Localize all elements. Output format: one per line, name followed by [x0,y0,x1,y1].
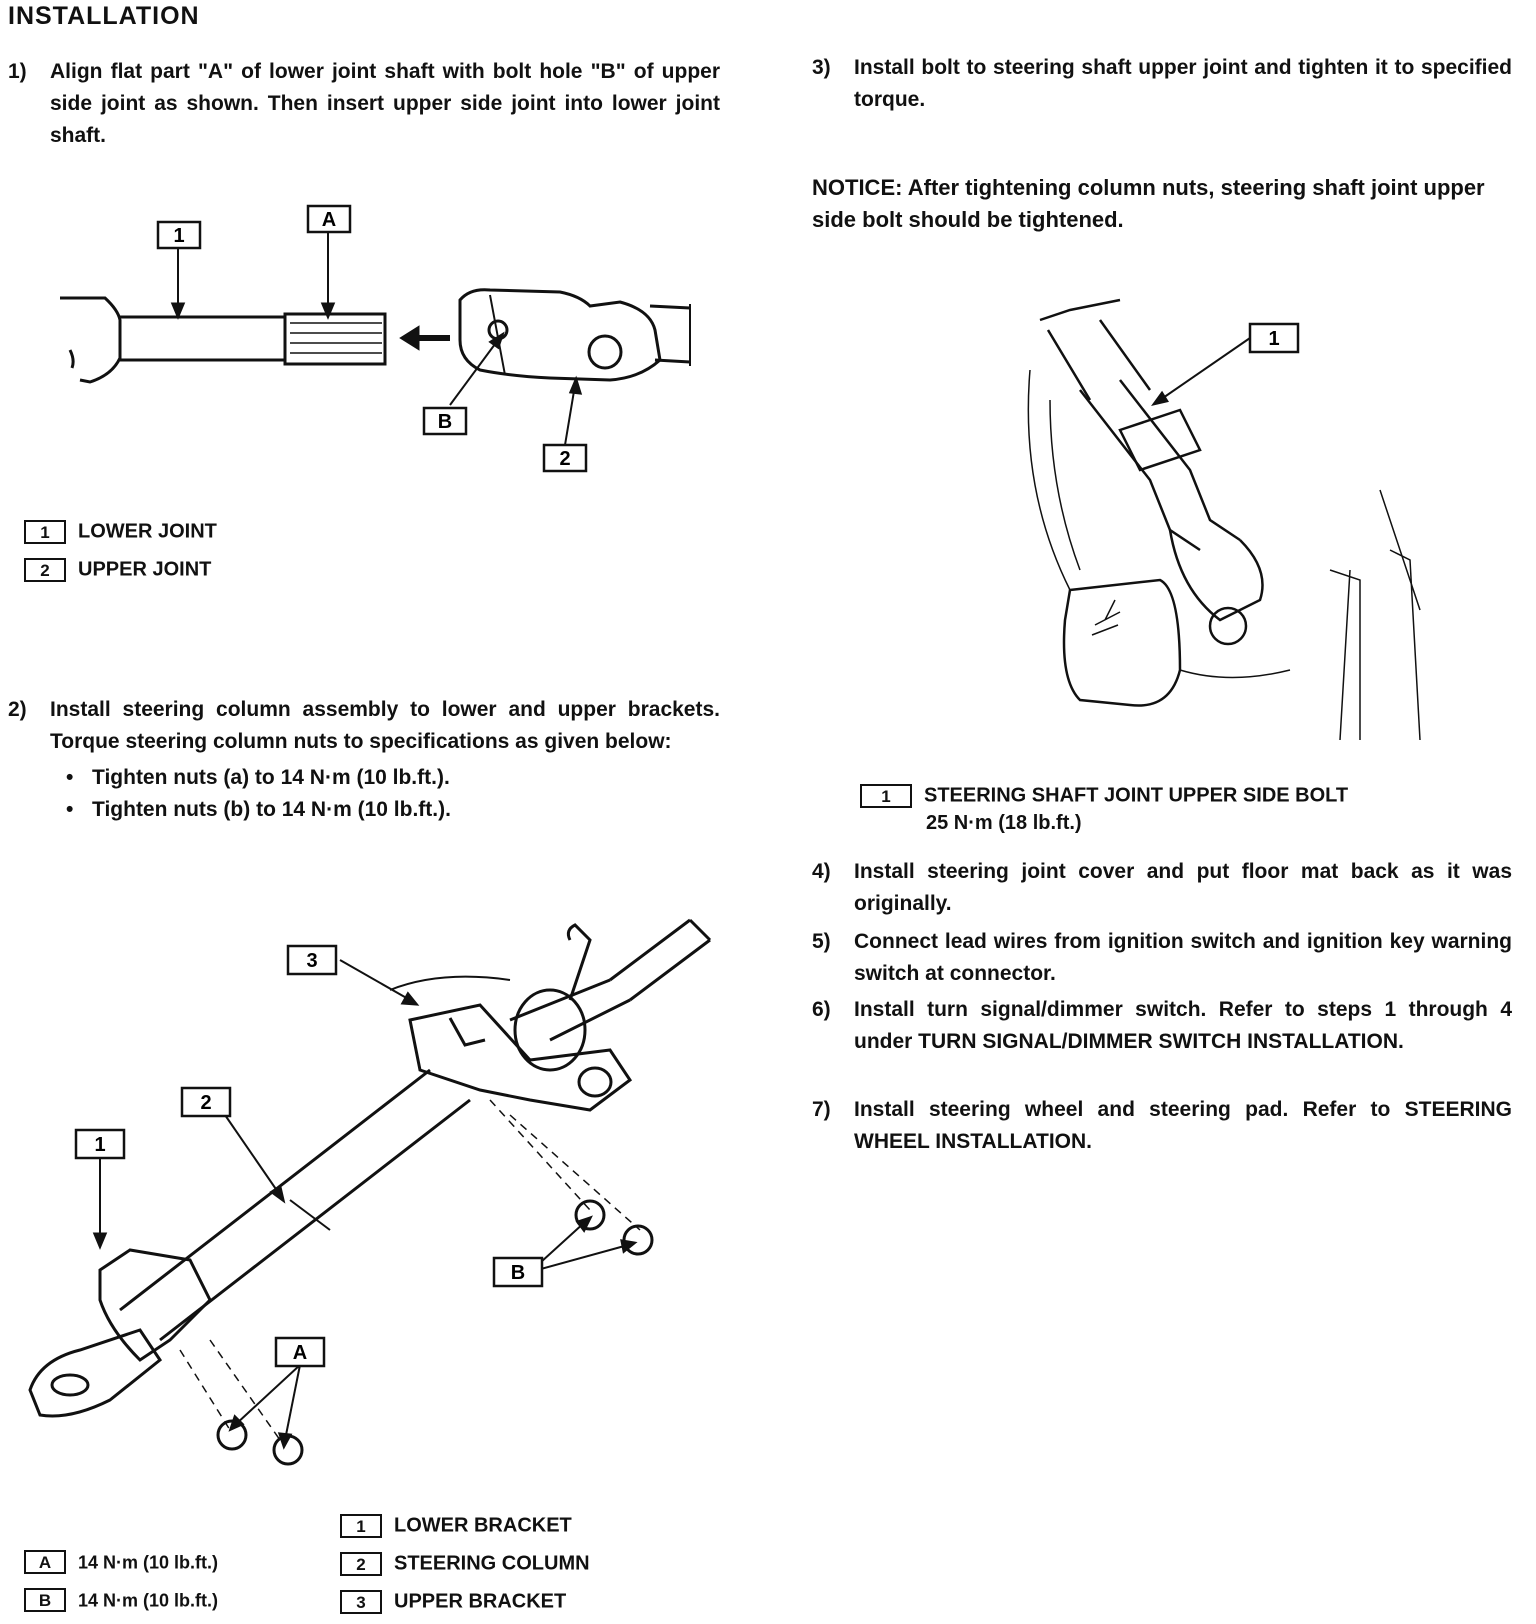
steering-column-figure: 3 2 1 B A [28,918,712,1466]
legend-torque: 25 N·m (18 lb.ft.) [926,812,1082,834]
notice-text: NOTICE: After tightening column nuts, st… [812,175,1485,232]
legend-label: UPPER JOINT [78,558,212,581]
legend-tag: B [24,1588,66,1613]
legend-label: LOWER JOINT [78,520,217,543]
step-1: 1) Align flat part "A" of lower joint sh… [8,56,720,152]
page-title: INSTALLATION [8,2,200,30]
step-text: Connect lead wires from ignition switch … [854,930,1512,985]
step-5: 5) Connect lead wires from ignition swit… [812,926,1512,990]
step-number: 4) [812,860,831,883]
legend-tag: 3 [340,1589,382,1614]
step-3: 3) Install bolt to steering shaft upper … [812,52,1512,116]
step-number: 7) [812,1098,831,1121]
callout-1: 1 [173,225,184,247]
step-text: Align flat part "A" of lower joint shaft… [50,60,720,147]
step-number: 5) [812,930,831,953]
step-2: 2) Install steering column assembly to l… [8,694,720,826]
legend-tag: 1 [860,783,912,808]
callout-b: B [438,411,452,433]
callout-a: A [322,209,336,231]
torque-bullets: Tighten nuts (a) to 14 N·m (10 lb.ft.). … [66,762,720,826]
legend-label: 14 N·m (10 lb.ft.) [78,1552,219,1573]
legend-tag: 2 [24,557,66,582]
bullet-item: Tighten nuts (b) to 14 N·m (10 lb.ft.). [66,794,720,826]
legend-label: 14 N·m (10 lb.ft.) [78,1590,219,1611]
step-7: 7) Install steering wheel and steering p… [812,1094,1512,1158]
legend-upper-joint: 2 UPPER JOINT [24,554,211,584]
legend-tag: 2 [340,1551,382,1576]
step-number: 1) [8,60,27,83]
step-6: 6) Install turn signal/dimmer switch. Re… [812,994,1512,1058]
legend-label: LOWER BRACKET [394,1514,572,1537]
step-number: 6) [812,998,831,1021]
step-number: 3) [812,56,831,79]
callout-b: B [511,1262,525,1284]
callout-2: 2 [559,448,570,470]
legend-upper-bracket: 3 UPPER BRACKET [340,1586,566,1616]
legend-tag: 1 [340,1513,382,1538]
callout-a: A [293,1342,307,1364]
step-number: 2) [8,698,27,721]
legend-lower-joint: 1 LOWER JOINT [24,516,217,546]
legend-torque-b: B 14 N·m (10 lb.ft.) [24,1584,218,1614]
legend-tag: 1 [24,519,66,544]
step-text: Install steering wheel and steering pad.… [854,1098,1512,1153]
step-text: Install steering column assembly to lowe… [50,698,720,753]
step-4: 4) Install steering joint cover and put … [812,856,1512,920]
callout-2: 2 [200,1092,211,1114]
legend-lower-bracket: 1 LOWER BRACKET [340,1510,572,1540]
joint-alignment-figure: 1 A B 2 [60,204,691,473]
legend-tag: A [24,1550,66,1575]
step-text: Install turn signal/dimmer switch. Refer… [854,998,1512,1053]
legend-steering-column: 2 STEERING COLUMN [340,1548,590,1578]
callout-1: 1 [1268,328,1279,350]
callout-1: 1 [94,1134,105,1156]
legend-label: STEERING COLUMN [394,1552,590,1575]
callout-3: 3 [306,950,317,972]
legend-torque-a: A 14 N·m (10 lb.ft.) [24,1546,218,1576]
legend-label: UPPER BRACKET [394,1590,567,1613]
legend-shaft-bolt: 1 STEERING SHAFT JOINT UPPER SIDE BOLT 25… [860,780,1349,834]
legend-label: STEERING SHAFT JOINT UPPER SIDE BOLT [924,784,1349,807]
joint-bolt-figure: 1 [1027,298,1421,741]
step-text: Install bolt to steering shaft upper joi… [854,56,1512,111]
bullet-item: Tighten nuts (a) to 14 N·m (10 lb.ft.). [66,762,720,794]
step-text: Install steering joint cover and put flo… [854,860,1512,915]
